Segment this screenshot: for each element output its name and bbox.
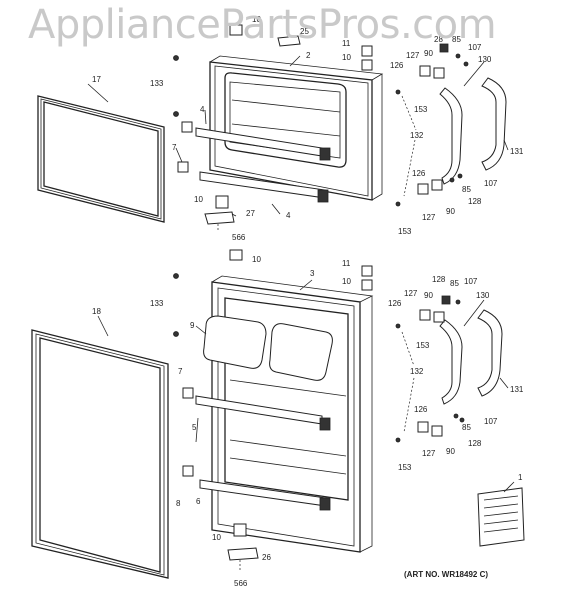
callout-label: 18 (92, 307, 101, 316)
callout-label: 10 (342, 277, 351, 286)
callout-label: 132 (410, 367, 424, 376)
callout-label: 11 (342, 259, 351, 268)
watermark-logo: AppliancePartsPros.com (28, 2, 497, 48)
callout-label: 127 (422, 449, 436, 458)
callout-label: 10 (194, 195, 203, 204)
callout-label: 90 (446, 207, 455, 216)
callout-label: 127 (422, 213, 436, 222)
part-10-bottom (233, 523, 247, 537)
callout-label: 85 (462, 423, 471, 432)
callout-label: 17 (92, 75, 101, 84)
callout-label: 126 (388, 299, 402, 308)
screw-133-c (173, 273, 179, 279)
part-10-lower (215, 195, 229, 209)
callout-label: 128 (432, 275, 446, 284)
callout-label: 4 (286, 211, 291, 220)
hinge-cover-7 (177, 161, 189, 173)
callout-label: 90 (446, 447, 455, 456)
handle-assembly-top (395, 43, 507, 207)
callout-label: 28 (434, 35, 443, 44)
callout-label: 7 (178, 367, 183, 376)
callout-label: 130 (476, 291, 490, 300)
callout-label: 126 (390, 61, 404, 70)
handle-assembly-bottom (395, 295, 503, 443)
callout-label: 107 (468, 43, 482, 52)
art-number: (ART NO. WR18492 C) (404, 570, 489, 579)
door-shelf-bar-lower-4 (199, 171, 329, 203)
fresh-food-door-3 (211, 275, 374, 553)
hinge-cover-upper (181, 121, 193, 133)
callout-label: 153 (414, 105, 428, 114)
door-gasket-18 (31, 329, 169, 579)
callout-label: 11 (342, 39, 351, 48)
callout-label: 133 (150, 79, 164, 88)
callout-label: 3 (310, 269, 315, 278)
part-25 (277, 35, 301, 47)
callout-label: 131 (510, 385, 524, 394)
screw-133-d (173, 331, 179, 337)
callout-label: 107 (484, 417, 498, 426)
callout-label: 128 (468, 439, 482, 448)
callout-label: 153 (416, 341, 430, 350)
callout-label: 27 (246, 209, 255, 218)
callout-label: 566 (232, 233, 246, 242)
callout-label: 10 (252, 255, 261, 264)
callout-label: 90 (424, 49, 433, 58)
callout-label: 1 (518, 473, 523, 482)
callout-label: 566 (234, 579, 248, 588)
callout-label: 26 (262, 553, 271, 562)
door-shelf-bar-upper-4 (195, 127, 331, 161)
callout-label: 133 (150, 299, 164, 308)
callout-label: 127 (406, 51, 420, 60)
door-shelf-bar-6 (199, 479, 331, 511)
dairy-bin-9-left (203, 315, 267, 369)
part-11-top (361, 45, 373, 57)
callout-label: 107 (484, 179, 498, 188)
hinge-27 (204, 211, 235, 225)
part-10-upper (229, 249, 243, 261)
callout-label: 2 (306, 51, 311, 60)
dairy-bin-9-right (269, 323, 333, 381)
callout-label: 10 (342, 53, 351, 62)
callouts-bottom: 10 3 11 10 18 133 9 7 5 8 6 10 26 566 12… (92, 255, 524, 588)
callout-label: 126 (414, 405, 428, 414)
callout-label: 6 (196, 497, 201, 506)
door-gasket-17 (37, 95, 165, 223)
screw-133-b (173, 111, 179, 117)
callout-label: 131 (510, 147, 524, 156)
callout-label: 5 (192, 423, 197, 432)
callout-label: 126 (412, 169, 426, 178)
part-10-right (361, 59, 373, 71)
callout-label: 10 (212, 533, 221, 542)
callout-label: 4 (200, 105, 205, 114)
callout-label: 130 (478, 55, 492, 64)
callout-label: 25 (300, 27, 309, 36)
callout-label: 85 (450, 279, 459, 288)
callout-label: 90 (424, 291, 433, 300)
callout-label: 107 (464, 277, 478, 286)
door-shelf-bar-5 (195, 395, 331, 431)
callout-label: 7 (172, 143, 177, 152)
callout-label: 9 (190, 321, 195, 330)
callout-label: 132 (410, 131, 424, 140)
part-11-bottom (361, 265, 373, 277)
callout-label: 153 (398, 227, 412, 236)
callout-label: 127 (404, 289, 418, 298)
callout-label: 85 (462, 185, 471, 194)
part-10-bottom-right (361, 279, 373, 291)
callout-label: 10 (252, 15, 261, 24)
callout-label: 153 (398, 463, 412, 472)
callouts-top: 10 25 2 11 10 17 133 4 7 10 27 4 566 126… (92, 15, 524, 242)
screw-133-a (173, 55, 179, 61)
hinge-26 (227, 547, 259, 561)
grille-1 (477, 487, 525, 547)
part-10-top (229, 24, 243, 36)
callout-label: 128 (468, 197, 482, 206)
hinge-cover-7-bottom (182, 387, 194, 399)
hinge-cover-8 (182, 465, 194, 477)
callout-label: 85 (452, 35, 461, 44)
callout-label: 8 (176, 499, 181, 508)
